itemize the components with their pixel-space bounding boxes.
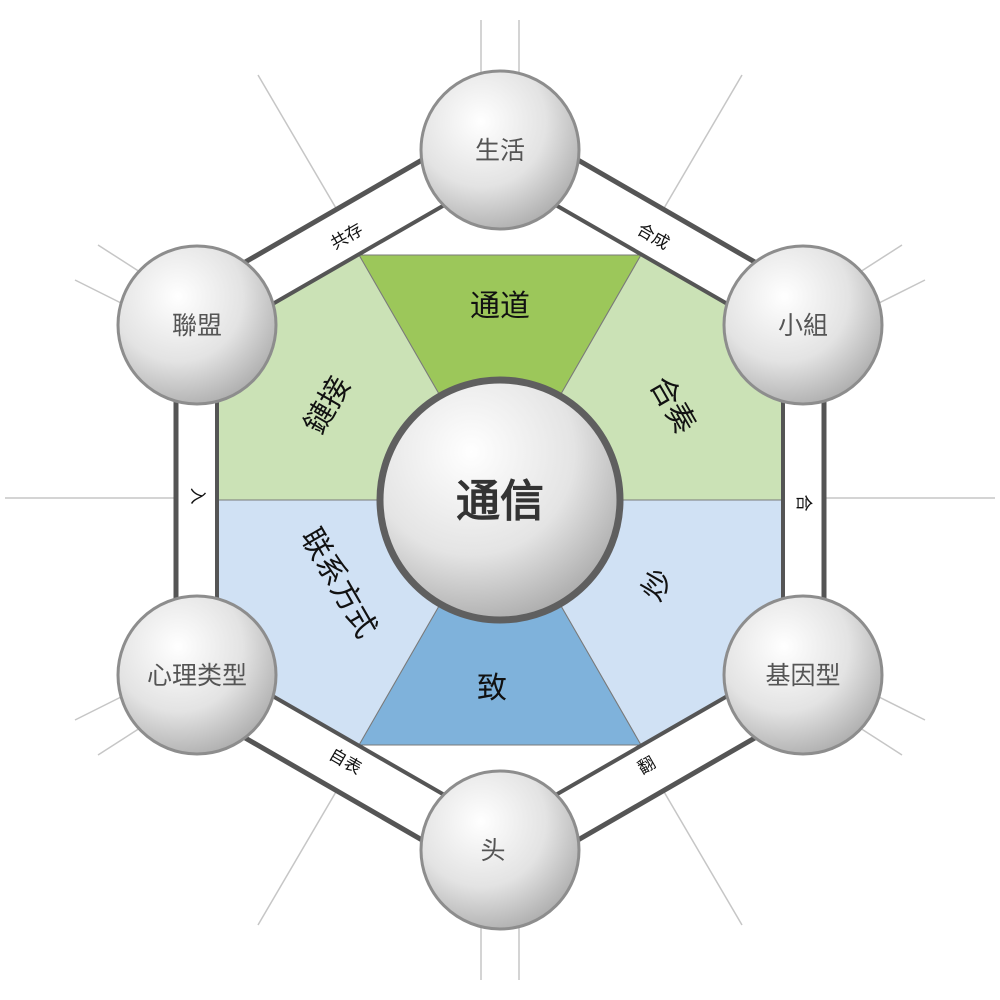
center-label: 通信 (456, 476, 544, 527)
node-label-upper-left: 聯盟 (172, 311, 222, 340)
ray-lower-left-diag (257, 784, 341, 926)
node-bottom[interactable]: 头 (419, 769, 581, 931)
ray-ll-1 (74, 694, 126, 721)
ray-ul-1 (74, 279, 126, 306)
node-circle-lower-right (722, 594, 884, 756)
ray-lr-1 (874, 694, 926, 721)
node-lower-right[interactable]: 基因型 (722, 594, 884, 756)
node-circle-bottom (419, 769, 581, 931)
ray-ur-2 (859, 244, 903, 273)
ray-lr-2 (859, 727, 903, 756)
node-circle-upper-left (116, 244, 278, 406)
center-circle[interactable] (376, 376, 624, 624)
edge-label-right: 合 (793, 495, 813, 512)
node-circle-top (419, 69, 581, 231)
node-circle-upper-right (722, 244, 884, 406)
node-label-upper-right: 小組 (778, 311, 828, 340)
node-lower-left[interactable]: 心理类型 (116, 594, 278, 756)
edge-label-left: 入 (187, 488, 207, 505)
node-circle-lower-left (116, 594, 278, 756)
segment-label-bottom: 致 (477, 671, 507, 706)
node-label-top: 生活 (475, 136, 525, 165)
ray-ur-1 (874, 279, 926, 306)
node-upper-left[interactable]: 聯盟 (116, 244, 278, 406)
node-label-bottom: 头 (480, 836, 505, 865)
node-top[interactable]: 生活 (419, 69, 581, 231)
node-label-lower-right: 基因型 (765, 661, 840, 690)
ray-ul-2 (97, 244, 141, 273)
ray-ll-2 (97, 727, 141, 756)
node-label-lower-left: 心理类型 (147, 661, 247, 690)
ray-upper-left-diag (257, 74, 341, 216)
ray-lower-right-diag (659, 784, 743, 926)
node-upper-right[interactable]: 小組 (722, 244, 884, 406)
segment-label-top: 通道 (470, 289, 530, 324)
ray-lines (5, 20, 995, 980)
ray-upper-right-diag (659, 74, 743, 216)
